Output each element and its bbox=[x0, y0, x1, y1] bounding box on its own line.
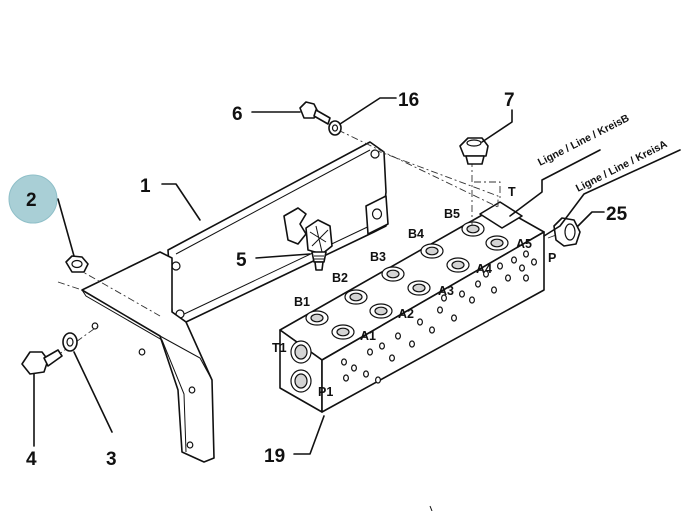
callouts: 1 2 3 4 5 6 7 16 19 25 bbox=[26, 90, 628, 470]
port-label-a3: A3 bbox=[438, 284, 454, 298]
port-label-b5: B5 bbox=[444, 207, 460, 221]
plug-part bbox=[459, 137, 489, 165]
washer-16-part bbox=[328, 120, 342, 136]
callout-5: 5 bbox=[236, 250, 247, 271]
port-label-b1: B1 bbox=[294, 295, 310, 309]
assembly-axes bbox=[39, 129, 571, 369]
line-label-b: Ligne / Line / KreisB bbox=[536, 112, 632, 169]
valve-block-part bbox=[279, 201, 545, 413]
highlight-circle bbox=[8, 174, 58, 224]
side-holes bbox=[341, 250, 537, 384]
leader-lines bbox=[33, 97, 681, 455]
screw-part bbox=[299, 101, 331, 125]
port-label-a4: A4 bbox=[476, 262, 492, 276]
bottom-tick-mark bbox=[429, 505, 433, 511]
nut-part bbox=[65, 255, 89, 273]
callout-19: 19 bbox=[264, 446, 285, 467]
port-label-a5: A5 bbox=[516, 237, 532, 251]
port-label-b3: B3 bbox=[370, 250, 386, 264]
connector-part bbox=[283, 207, 333, 271]
port-label-t: T bbox=[508, 185, 516, 199]
callout-4: 4 bbox=[26, 449, 37, 470]
top-ports bbox=[305, 221, 509, 340]
port-label-p: P bbox=[548, 251, 556, 265]
bolt-part bbox=[21, 349, 63, 375]
port-label-t1: T1 bbox=[272, 341, 287, 355]
callout-6: 6 bbox=[232, 104, 243, 125]
callout-25: 25 bbox=[606, 204, 628, 225]
port-label-b4: B4 bbox=[408, 227, 424, 241]
plug-25-part bbox=[553, 217, 581, 247]
port-labels: B1 B2 B3 B4 B5 A1 A2 A3 A4 A5 T1 P1 T P bbox=[272, 185, 556, 399]
callout-16: 16 bbox=[398, 90, 419, 111]
callout-1: 1 bbox=[140, 176, 151, 197]
callout-3: 3 bbox=[106, 449, 117, 470]
washer-part bbox=[62, 332, 78, 352]
port-label-a1: A1 bbox=[360, 329, 376, 343]
port-label-a2: A2 bbox=[398, 307, 414, 321]
port-label-b2: B2 bbox=[332, 271, 348, 285]
callout-7: 7 bbox=[504, 90, 515, 111]
port-label-p1: P1 bbox=[318, 385, 333, 399]
callout-2: 2 bbox=[26, 190, 37, 211]
line-label-a: Ligne / Line / KreisA bbox=[574, 138, 670, 195]
